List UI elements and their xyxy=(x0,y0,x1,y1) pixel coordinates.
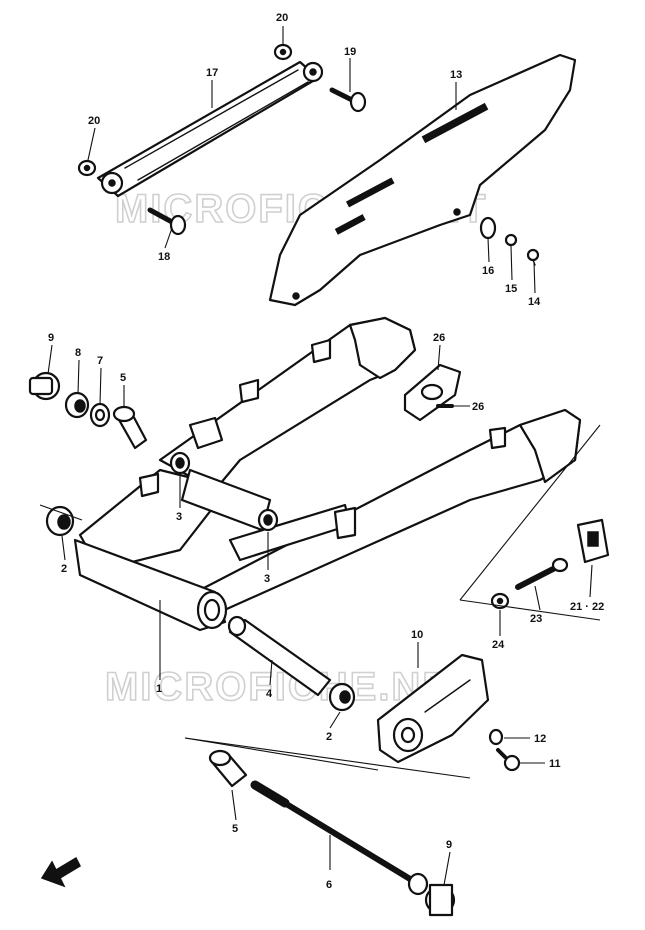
bushing-5-top xyxy=(112,405,148,450)
callout-19: 19 xyxy=(344,46,356,58)
screw-14 xyxy=(526,248,540,266)
washer-7 xyxy=(89,402,111,428)
callout-20-left: 20 xyxy=(88,115,100,127)
callout-5-top: 5 xyxy=(120,372,126,384)
bolt-11 xyxy=(496,748,521,772)
callout-14: 14 xyxy=(528,296,541,308)
collar-12 xyxy=(488,728,504,746)
collar-16 xyxy=(479,216,497,240)
callout-24: 24 xyxy=(492,639,505,651)
callout-13: 13 xyxy=(450,69,462,81)
callout-3-lower: 3 xyxy=(264,573,270,585)
bolt-19 xyxy=(329,87,367,113)
bearing-2-right xyxy=(328,682,356,712)
callout-2-right: 2 xyxy=(326,731,332,743)
chain-guide xyxy=(376,653,490,764)
callout-8: 8 xyxy=(75,347,81,359)
callout-3-upper: 3 xyxy=(176,511,182,523)
bushing-5-bottom xyxy=(208,749,248,788)
assembly-lines xyxy=(39,424,601,779)
bolt-23 xyxy=(515,557,569,590)
callout-7: 7 xyxy=(97,355,103,367)
callout-labels: 20 19 17 13 20 18 16 15 14 9 8 7 5 26 26… xyxy=(48,12,604,891)
callout-11: 11 xyxy=(549,758,561,770)
callout-21-22: 21 · 22 xyxy=(570,601,604,613)
torque-link xyxy=(96,60,324,198)
pivot-shaft-6 xyxy=(250,780,429,896)
nut-24 xyxy=(490,592,510,610)
callout-5-bottom: 5 xyxy=(232,823,238,835)
callout-20-top: 20 xyxy=(276,12,288,24)
leader-lines xyxy=(47,26,593,886)
bearing-2-left xyxy=(45,505,75,537)
callout-4: 4 xyxy=(266,688,273,700)
callout-17: 17 xyxy=(206,67,218,79)
callout-10: 10 xyxy=(411,629,423,641)
callout-2-left: 2 xyxy=(61,563,67,575)
spacer-4 xyxy=(227,615,332,697)
callout-26-top: 26 xyxy=(433,332,445,344)
nut-20-left xyxy=(77,159,97,177)
bushing-3-lower xyxy=(257,508,279,532)
callout-9-bottom: 9 xyxy=(446,839,452,851)
callout-18: 18 xyxy=(158,251,170,263)
front-direction-arrow-icon xyxy=(40,856,81,888)
cap-9-bottom xyxy=(424,883,456,917)
swingarm xyxy=(73,316,582,632)
chain-case xyxy=(268,53,577,307)
plate-26 xyxy=(403,363,462,422)
callout-9-top: 9 xyxy=(48,332,54,344)
cap-9-left xyxy=(28,371,61,401)
callout-23: 23 xyxy=(530,613,542,625)
callout-16: 16 xyxy=(482,265,494,277)
callout-12: 12 xyxy=(534,733,546,745)
washer-15 xyxy=(504,233,518,247)
bolt-18 xyxy=(147,207,187,236)
callout-26-side: 26 xyxy=(472,401,484,413)
callout-15: 15 xyxy=(505,283,517,295)
bushing-3-upper xyxy=(169,451,191,475)
nut-20-top xyxy=(273,43,293,61)
callout-1: 1 xyxy=(156,683,162,695)
callout-6: 6 xyxy=(326,879,332,891)
bearing-8 xyxy=(64,391,90,419)
clip-21-22 xyxy=(576,518,610,564)
